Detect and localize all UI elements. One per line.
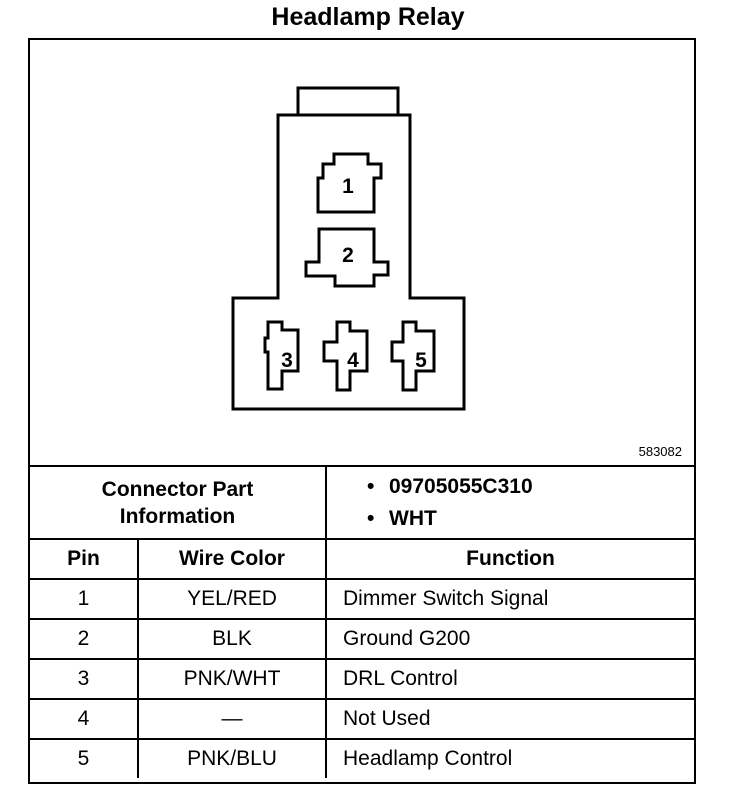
pin-label-5: 5 [415, 349, 427, 372]
pin-cavity-3 [263, 320, 300, 391]
pin-label-3: 3 [281, 349, 293, 372]
function-cell: Dimmer Switch Signal [325, 578, 694, 620]
table-row: 2 BLK Ground G200 [30, 618, 694, 660]
connector-diagram: 1 2 3 4 5 583082 [30, 40, 694, 467]
part-number-item: •09705055C310 [367, 474, 533, 498]
pin-cell: 1 [30, 578, 139, 620]
connector-part-info-label: Connector Part Information [30, 467, 327, 540]
connector-info-frame: 1 2 3 4 5 583082 Connector Part Informat… [28, 38, 696, 784]
wire-color-cell: PNK/WHT [137, 658, 327, 700]
pin-cavity-4 [322, 320, 369, 392]
connector-latch [296, 86, 400, 115]
table-row: 1 YEL/RED Dimmer Switch Signal [30, 578, 694, 620]
connector-face-drawing: 1 2 3 4 5 [231, 86, 466, 411]
function-cell: DRL Control [325, 658, 694, 700]
pin-cell: 4 [30, 698, 139, 740]
pin-cavity-5 [390, 320, 436, 392]
connector-part-info-row: Connector Part Information •09705055C310… [30, 467, 694, 540]
wire-color-cell: — [137, 698, 327, 740]
pin-cell: 3 [30, 658, 139, 700]
connector-color-item: •WHT [367, 506, 437, 530]
pin-cell: 2 [30, 618, 139, 660]
pin-label-1: 1 [342, 175, 354, 198]
header-function: Function [325, 538, 694, 580]
pin-cavity-1 [316, 152, 383, 214]
pin-cavity-2 [304, 227, 390, 288]
function-cell: Not Used [325, 698, 694, 740]
table-row: 5 PNK/BLU Headlamp Control [30, 738, 694, 778]
header-pin: Pin [30, 538, 139, 580]
wire-color-cell: BLK [137, 618, 327, 660]
figure-reference-number: 583082 [638, 444, 682, 459]
function-cell: Headlamp Control [325, 738, 694, 778]
pin-label-2: 2 [342, 244, 354, 267]
pinout-table: Connector Part Information •09705055C310… [30, 467, 694, 778]
wire-color-cell: YEL/RED [137, 578, 327, 620]
table-row: 4 — Not Used [30, 698, 694, 740]
table-header-row: Pin Wire Color Function [30, 538, 694, 580]
pin-label-4: 4 [347, 349, 359, 372]
function-cell: Ground G200 [325, 618, 694, 660]
connector-body [231, 113, 466, 411]
table-row: 3 PNK/WHT DRL Control [30, 658, 694, 700]
connector-part-info-values: •09705055C310 •WHT [325, 467, 694, 540]
wire-color-cell: PNK/BLU [137, 738, 327, 778]
header-wire-color: Wire Color [137, 538, 327, 580]
pin-cell: 5 [30, 738, 139, 778]
page-title: Headlamp Relay [271, 3, 465, 31]
